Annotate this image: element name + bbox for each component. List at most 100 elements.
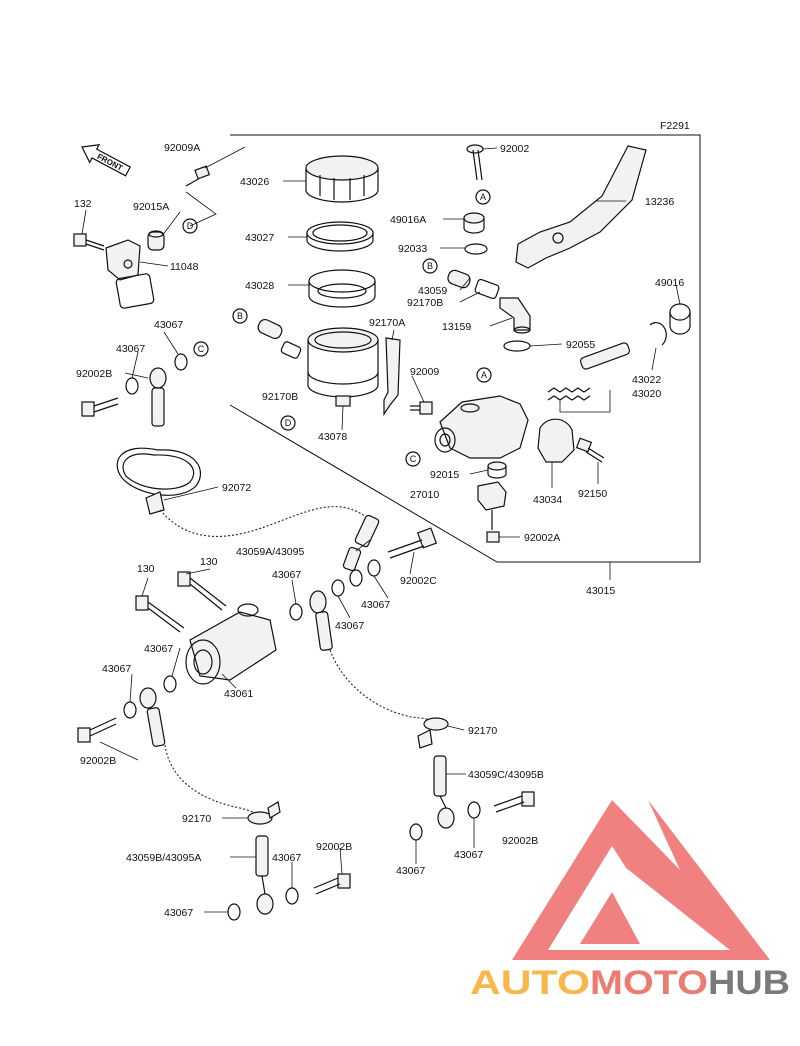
reservoir-43078 bbox=[307, 327, 379, 407]
part-label-43067-right-a: 43067 bbox=[454, 849, 483, 861]
part-label-43059C-43095B: 43059C/43095B bbox=[468, 769, 544, 781]
bolt-130-b bbox=[135, 595, 185, 633]
watermark-logo-icon bbox=[512, 800, 770, 960]
callout-b-left: B bbox=[232, 308, 248, 324]
callout-c-left: C bbox=[193, 341, 209, 357]
bolt-92002B-left bbox=[77, 717, 117, 743]
watermark-auto: AUTO bbox=[470, 964, 590, 1002]
svg-text:C: C bbox=[198, 344, 205, 354]
part-label-92055: 92055 bbox=[566, 339, 595, 351]
part-label-92002: 92002 bbox=[500, 143, 529, 155]
oring-92055 bbox=[503, 340, 531, 352]
callout-circles: D C B D A B A C bbox=[182, 189, 492, 467]
part-label-92072: 92072 bbox=[222, 482, 251, 494]
svg-text:B: B bbox=[427, 261, 433, 271]
part-label-132: 132 bbox=[74, 198, 92, 210]
svg-text:D: D bbox=[285, 418, 292, 428]
hose-lower-left bbox=[164, 744, 265, 823]
part-label-43067-right-b: 43067 bbox=[396, 865, 425, 877]
circlip-43022 bbox=[649, 322, 667, 346]
part-label-43067-left-a: 43067 bbox=[102, 663, 131, 675]
part-label-92015: 92015 bbox=[430, 469, 459, 481]
fitting-92170B-left bbox=[257, 318, 302, 359]
bracket-11048 bbox=[105, 239, 155, 309]
plate-43027 bbox=[306, 221, 374, 252]
washer-43067-c bbox=[349, 569, 363, 587]
hose-upper bbox=[159, 506, 371, 537]
part-label-43028: 43028 bbox=[245, 280, 274, 292]
bolt-92150 bbox=[575, 437, 605, 463]
bushing-49016A bbox=[463, 212, 485, 234]
part-label-43059B-43095A: 43059B/43095A bbox=[126, 852, 201, 864]
part-label-92002B-left: 92002B bbox=[80, 755, 116, 767]
bolt-92002C bbox=[387, 527, 438, 559]
part-label-13159: 13159 bbox=[442, 321, 471, 333]
reservoir-stack bbox=[257, 155, 433, 416]
part-label-43034: 43034 bbox=[533, 494, 562, 506]
callout-a-screw: A bbox=[475, 189, 491, 205]
part-label-92170A: 92170A bbox=[369, 317, 405, 329]
fitting-43059B bbox=[255, 835, 274, 915]
part-label-92170-left: 92170 bbox=[182, 813, 211, 825]
part-label-27010: 27010 bbox=[410, 489, 439, 501]
bolt-92002B-upper bbox=[81, 397, 119, 417]
banjo-middle bbox=[309, 590, 333, 651]
elbow-13159 bbox=[499, 297, 531, 334]
cylinder-body-43015 bbox=[434, 395, 529, 459]
part-label-43015: 43015 bbox=[586, 585, 615, 597]
washer-43067-k bbox=[285, 887, 299, 905]
part-label-92170B: 92170B bbox=[407, 297, 443, 309]
part-label-43067-upper-a: 43067 bbox=[154, 319, 183, 331]
collar-92015 bbox=[487, 461, 507, 479]
part-label-92009A: 92009A bbox=[164, 142, 200, 154]
callout-d-reservoir: D bbox=[280, 415, 296, 431]
part-label-92002C: 92002C bbox=[400, 575, 437, 587]
part-label-92002B-upper: 92002B bbox=[76, 368, 112, 380]
cap-43026 bbox=[305, 155, 379, 203]
watermark-moto: MOTO bbox=[590, 964, 708, 1002]
part-label-92009: 92009 bbox=[410, 366, 439, 378]
bolt-132 bbox=[73, 233, 105, 251]
part-label-92015A: 92015A bbox=[133, 201, 169, 213]
washer-43067-d bbox=[367, 559, 381, 577]
part-label-43067-upper-b: 43067 bbox=[116, 343, 145, 355]
svg-text:A: A bbox=[481, 370, 487, 380]
part-label-43026: 43026 bbox=[240, 176, 269, 188]
washer-43067-g bbox=[163, 675, 177, 693]
clamp-92170-left bbox=[247, 801, 281, 825]
plug-43059 bbox=[447, 269, 471, 289]
part-label-43059: 43059 bbox=[418, 285, 447, 297]
washer-43067-f bbox=[331, 579, 345, 597]
diaphragm-43028 bbox=[308, 269, 376, 308]
part-label-43061: 43061 bbox=[224, 688, 253, 700]
switch-27010 bbox=[477, 481, 507, 530]
bolt-92009A bbox=[185, 165, 211, 187]
svg-text:C: C bbox=[410, 454, 417, 464]
banjo-lower-left bbox=[139, 687, 166, 747]
bolt-92009 bbox=[410, 401, 433, 415]
part-label-92002B-bottom: 92002B bbox=[316, 841, 352, 853]
clip-92170B bbox=[474, 278, 500, 300]
banjo-upper-left bbox=[149, 367, 167, 427]
holder-43034 bbox=[537, 418, 575, 463]
part-label-11048: 11048 bbox=[170, 261, 199, 273]
part-label-92170-right: 92170 bbox=[468, 725, 497, 737]
leader-bracket bbox=[185, 191, 217, 227]
screw-92002 bbox=[466, 144, 484, 181]
fitting-43059A bbox=[342, 514, 380, 572]
callout-d-bracket: D bbox=[182, 218, 198, 234]
leader-lines bbox=[81, 146, 681, 913]
part-label-43067-mid-a: 43067 bbox=[272, 569, 301, 581]
part-label-13236: 13236 bbox=[645, 196, 674, 208]
callout-b-plug: B bbox=[422, 258, 438, 274]
part-label-43067-bottom-a: 43067 bbox=[272, 852, 301, 864]
washer-43067-j bbox=[467, 801, 481, 819]
callout-c-body: C bbox=[405, 451, 421, 467]
svg-text:B: B bbox=[237, 311, 243, 321]
part-label-49016A: 49016A bbox=[390, 214, 426, 226]
part-label-43067-mid-b: 43067 bbox=[361, 599, 390, 611]
part-label-43067-mid-c: 43067 bbox=[335, 620, 364, 632]
hose-lines bbox=[77, 353, 535, 921]
bolt-92002B-right bbox=[493, 791, 535, 813]
